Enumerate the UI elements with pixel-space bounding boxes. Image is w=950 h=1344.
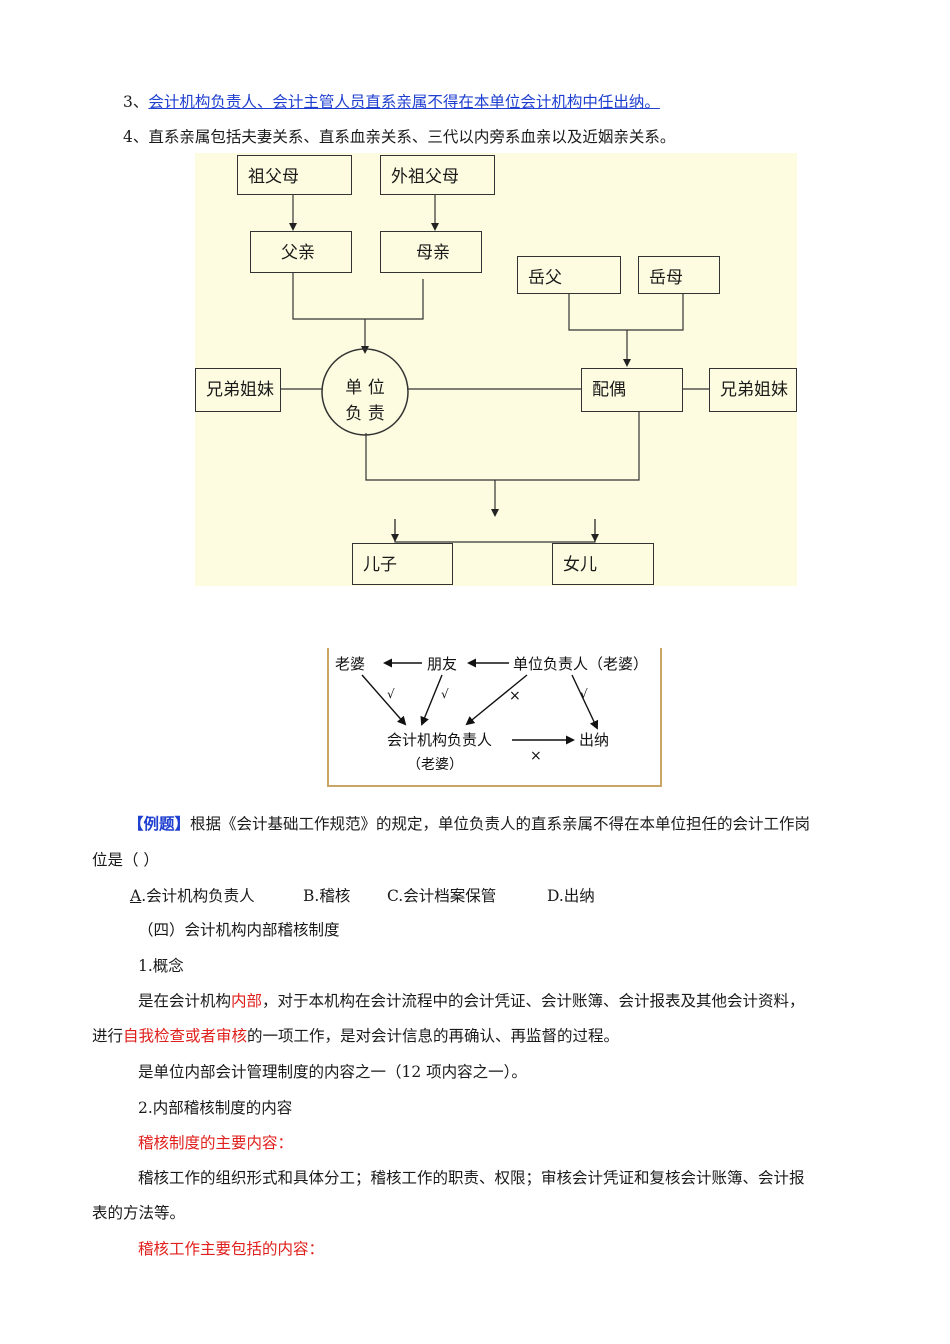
concept-p2-c: 的一项工作，是对会计信息的再确认、再监督的过程。 bbox=[247, 1027, 620, 1045]
concept-paragraph-1: 是在会计机构内部，对于本机构在会计流程中的会计凭证、会计账簿、会计报表及其他会计… bbox=[138, 989, 805, 1011]
option-c[interactable]: C.会计档案保管 bbox=[387, 887, 497, 905]
example-question-line2: 位是（ ） bbox=[92, 851, 159, 869]
concept-p1-highlight: 内部 bbox=[231, 992, 263, 1010]
main-content-paragraph-1: 稽核工作的组织形式和具体分工；稽核工作的职责、权限；审核会计凭证和复核会计账簿、… bbox=[138, 1169, 805, 1187]
example-text-1: 根据《会计基础工作规范》的规定，单位负责人的直系亲属不得在本单位担任的会计工作岗 bbox=[190, 815, 811, 833]
concept-paragraph-2: 进行自我检查或者审核的一项工作，是对会计信息的再确认、再监督的过程。 bbox=[92, 1024, 619, 1046]
example-options: A.会计机构负责人 B.稽核 C.会计档案保管 D.出纳 bbox=[130, 884, 595, 906]
check-mark-1: √ bbox=[387, 687, 395, 701]
box-spouse: 配偶 bbox=[581, 368, 683, 412]
check-mark-2: √ bbox=[441, 687, 449, 701]
box-mother-in-law: 岳母 bbox=[638, 256, 720, 294]
para-3-link[interactable]: 会计机构负责人、会计主管人员直系亲属不得在本单位会计机构中任出纳。 bbox=[148, 93, 660, 111]
center-label-line1: 单 位 bbox=[345, 378, 385, 398]
example-tag: 【例题】 bbox=[128, 814, 191, 833]
content-title: 2.内部稽核制度的内容 bbox=[138, 1099, 293, 1117]
example-question-line1: 【例题】根据《会计基础工作规范》的规定，单位负责人的直系亲属不得在本单位担任的会… bbox=[128, 812, 810, 834]
box-father-in-law: 岳父 bbox=[517, 256, 621, 294]
accounting-head-sub: （老婆） bbox=[407, 757, 463, 773]
relation-chart-diagram: 老婆 朋友 单位负责人（老婆） √ √ × √ 会计机构负责人 出纳 × （老婆… bbox=[335, 655, 648, 773]
box-siblings-right: 兄弟姐妹 bbox=[709, 368, 797, 412]
para-4: 4、直系亲属包括夫妻关系、直系血亲关系、三代以内旁系血亲以及近姻亲关系。 bbox=[123, 128, 676, 146]
cashier-node: 出纳 bbox=[579, 731, 609, 749]
para-3: 3、会计机构负责人、会计主管人员直系亲属不得在本单位会计机构中任出纳。 bbox=[123, 90, 660, 112]
cross-mark-2: × bbox=[530, 748, 542, 764]
option-b[interactable]: B.稽核 bbox=[303, 887, 351, 905]
concept-title: 1.概念 bbox=[138, 957, 184, 975]
work-content-title: 稽核工作主要包括的内容： bbox=[138, 1240, 325, 1258]
main-content-title: 稽核制度的主要内容： bbox=[138, 1134, 294, 1152]
box-mother: 母亲 bbox=[380, 231, 482, 273]
concept-p1-c: ，对于本机构在会计流程中的会计凭证、会计账簿、会计报表及其他会计资料， bbox=[262, 992, 805, 1010]
box-grandparents-paternal: 祖父母 bbox=[237, 155, 352, 195]
family-chart-lines bbox=[280, 194, 709, 543]
option-d[interactable]: D.出纳 bbox=[547, 887, 595, 905]
wife-node: 老婆 bbox=[335, 655, 365, 673]
accounting-head-node: 会计机构负责人 bbox=[387, 731, 492, 749]
unit-head-node: 单位负责人（老婆） bbox=[513, 655, 648, 673]
section-4-heading: （四）会计机构内部稽核制度 bbox=[138, 921, 340, 939]
option-a[interactable]: A.会计机构负责人 bbox=[130, 887, 255, 905]
friend-node: 朋友 bbox=[427, 655, 457, 673]
box-daughter: 女儿 bbox=[552, 543, 654, 585]
option-a-letter: A bbox=[130, 887, 142, 905]
concept-p1-a: 是在会计机构 bbox=[138, 992, 232, 1010]
relation-chart: 老婆 朋友 单位负责人（老婆） √ √ × √ 会计机构负责人 出纳 × （老婆… bbox=[327, 648, 662, 787]
center-label-line2: 负 责 bbox=[345, 404, 385, 424]
main-content-paragraph-2: 表的方法等。 bbox=[92, 1204, 186, 1222]
cross-mark-1: × bbox=[509, 688, 521, 704]
box-grandparents-maternal: 外祖父母 bbox=[380, 155, 495, 195]
concept-p2-highlight: 自我检查或者审核 bbox=[123, 1027, 248, 1045]
box-father: 父亲 bbox=[250, 231, 352, 273]
check-mark-3: √ bbox=[580, 687, 588, 701]
concept-p2-a: 进行 bbox=[92, 1027, 124, 1045]
family-chart: 祖父母 外祖父母 父亲 母亲 岳父 岳母 兄弟姐妹 单 位 负 责 配偶 兄弟姐… bbox=[195, 153, 797, 586]
concept-paragraph-3: 是单位内部会计管理制度的内容之一（12 项内容之一）。 bbox=[138, 1063, 527, 1081]
para-3-number: 3、 bbox=[123, 93, 149, 111]
box-siblings-left: 兄弟姐妹 bbox=[195, 368, 281, 412]
option-a-text: .会计机构负责人 bbox=[141, 887, 255, 905]
box-son: 儿子 bbox=[352, 543, 453, 585]
